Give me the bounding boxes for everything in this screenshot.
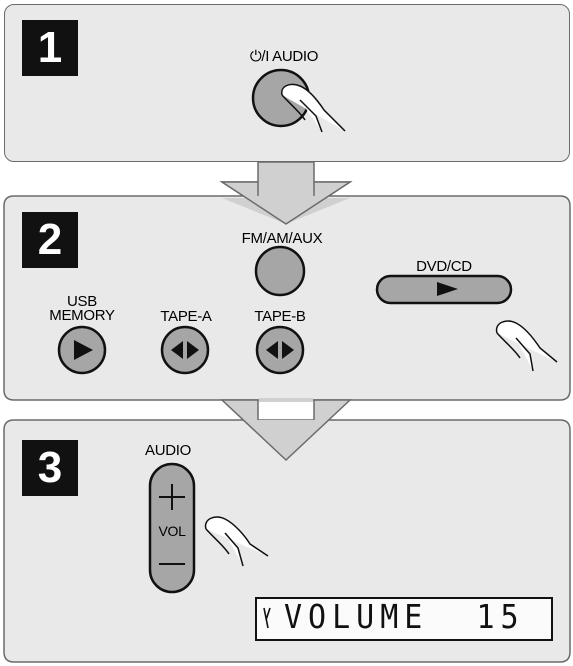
usb-label-line2: MEMORY	[49, 307, 115, 324]
tape-b-label: TAPE-B	[254, 308, 306, 325]
vol-label: VOL	[158, 523, 186, 539]
dvd-cd-label: DVD/CD	[416, 258, 472, 275]
display-text: VOLUME 15	[284, 598, 525, 637]
step-3-number: 3	[22, 440, 78, 496]
step-1-number: 1	[22, 20, 78, 76]
power-audio-label: ⏻/I AUDIO	[249, 48, 319, 65]
usb-label-line1: USB	[67, 293, 97, 310]
audio-label: AUDIO	[144, 442, 191, 459]
fm-am-aux-label: FM/AM/AUX	[241, 230, 323, 247]
tape-a-label: TAPE-A	[160, 308, 212, 325]
step-2-number: 2	[22, 212, 78, 268]
